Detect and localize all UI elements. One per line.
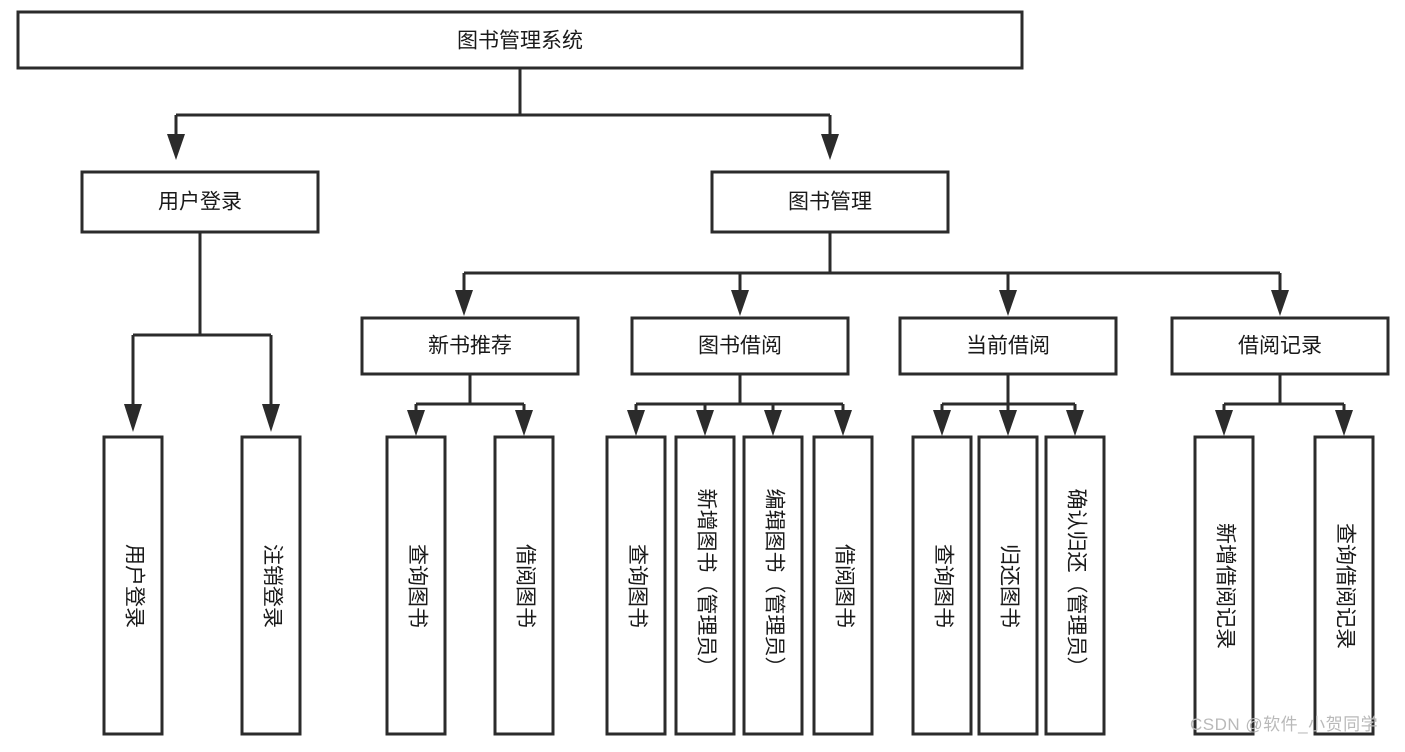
node-borrow-record-box[interactable]: [1170, 316, 1390, 376]
connector-group-book-management: [455, 232, 1289, 316]
node-leaf-return-book[interactable]: 归还图书: [977, 435, 1039, 736]
node-leaf-query-book-1[interactable]: 查询图书: [385, 435, 447, 736]
connector-group-borrow-record: [1215, 374, 1353, 436]
arrow-head-leaf-confirm-return: [1066, 410, 1084, 436]
node-book-borrow[interactable]: 图书借阅: [630, 316, 850, 376]
arrow-head-leaf-borrow-book-2: [834, 410, 852, 436]
node-user-login[interactable]: 用户登录: [80, 170, 320, 234]
arrow-head-leaf-edit-book: [764, 410, 782, 436]
node-user-login-label: 用户登录: [158, 191, 242, 214]
node-leaf-add-book[interactable]: 新增图书（管理员）: [674, 435, 736, 736]
node-leaf-query-book-1-label: 查询图书: [405, 544, 428, 628]
node-leaf-borrow-book-1-box[interactable]: [493, 435, 555, 736]
node-book-management[interactable]: 图书管理: [710, 170, 950, 234]
node-leaf-user-login[interactable]: 用户登录: [102, 435, 164, 736]
node-leaf-query-book-1-box[interactable]: [385, 435, 447, 736]
node-leaf-borrow-book-2[interactable]: 借阅图书: [812, 435, 874, 736]
node-leaf-confirm-return-label: 确认归还（管理员）: [1064, 489, 1087, 678]
connector-group-current-borrow: [933, 374, 1084, 436]
node-current-borrow-label: 当前借阅: [966, 335, 1050, 358]
connector-group-book-borrow: [627, 374, 852, 436]
node-leaf-user-login-box[interactable]: [102, 435, 164, 736]
node-leaf-query-book-3[interactable]: 查询图书: [911, 435, 973, 736]
node-current-borrow-box[interactable]: [898, 316, 1118, 376]
arrow-head-leaf-add-borrow-record: [1215, 410, 1233, 436]
node-new-book-recommend[interactable]: 新书推荐: [360, 316, 580, 376]
arrow-head-book-management: [821, 134, 839, 160]
arrow-head-leaf-logout-login: [262, 404, 280, 432]
node-leaf-add-book-box[interactable]: [674, 435, 736, 736]
node-new-book-recommend-label: 新书推荐: [428, 335, 512, 358]
node-leaf-borrow-book-1-label: 借阅图书: [513, 544, 536, 628]
node-current-borrow[interactable]: 当前借阅: [898, 316, 1118, 376]
node-leaf-query-book-2[interactable]: 查询图书: [605, 435, 667, 736]
node-leaf-borrow-book-2-label: 借阅图书: [832, 544, 855, 628]
arrow-head-leaf-query-book-2: [627, 410, 645, 436]
arrow-head-book-borrow: [731, 290, 749, 316]
arrow-head-leaf-query-book-3: [933, 410, 951, 436]
node-leaf-borrow-book-1[interactable]: 借阅图书: [493, 435, 555, 736]
node-leaf-borrow-book-2-box[interactable]: [812, 435, 874, 736]
node-leaf-logout-login-box[interactable]: [240, 435, 302, 736]
node-root-label: 图书管理系统: [457, 30, 583, 53]
node-root-box[interactable]: [16, 10, 1024, 70]
node-leaf-query-book-2-label: 查询图书: [625, 544, 648, 628]
arrow-head-leaf-add-book: [696, 410, 714, 436]
connector-group-new-book-recommend: [407, 374, 533, 436]
arrow-head-user-login: [167, 134, 185, 160]
node-leaf-confirm-return-box[interactable]: [1044, 435, 1106, 736]
node-leaf-query-book-2-box[interactable]: [605, 435, 667, 736]
node-leaf-edit-book-label: 编辑图书（管理员）: [762, 489, 785, 678]
arrow-head-leaf-query-book-1: [407, 410, 425, 436]
node-leaf-add-book-label: 新增图书（管理员）: [694, 489, 717, 678]
csdn-watermark: CSDN @软件_小贺同学: [1190, 715, 1379, 734]
node-new-book-recommend-box[interactable]: [360, 316, 580, 376]
arrow-head-new-book-recommend: [455, 290, 473, 316]
node-leaf-add-borrow-record[interactable]: 新增借阅记录: [1193, 435, 1255, 736]
arrow-head-leaf-user-login: [124, 404, 142, 432]
node-leaf-query-borrow-record-box[interactable]: [1313, 435, 1375, 736]
node-leaf-logout-login[interactable]: 注销登录: [240, 435, 302, 736]
node-borrow-record[interactable]: 借阅记录: [1170, 316, 1390, 376]
node-leaf-logout-login-label: 注销登录: [260, 544, 283, 628]
node-leaf-query-borrow-record-label: 查询借阅记录: [1333, 523, 1356, 649]
arrow-head-leaf-query-borrow-record: [1335, 410, 1353, 436]
node-leaf-edit-book[interactable]: 编辑图书（管理员）: [742, 435, 804, 736]
node-leaf-confirm-return[interactable]: 确认归还（管理员）: [1044, 435, 1106, 736]
node-book-management-box[interactable]: [710, 170, 950, 234]
node-leaf-edit-book-box[interactable]: [742, 435, 804, 736]
node-leaf-query-book-3-box[interactable]: [911, 435, 973, 736]
arrow-head-current-borrow: [999, 290, 1017, 316]
node-book-borrow-label: 图书借阅: [698, 335, 782, 358]
arrow-head-borrow-record: [1271, 290, 1289, 316]
arrow-head-leaf-borrow-book-1: [515, 410, 533, 436]
arrow-head-leaf-return-book: [999, 410, 1017, 436]
node-root[interactable]: 图书管理系统: [16, 10, 1024, 70]
connector-group-root: [167, 68, 839, 160]
node-leaf-query-borrow-record[interactable]: 查询借阅记录: [1313, 435, 1375, 736]
node-book-management-label: 图书管理: [788, 191, 872, 214]
node-leaf-add-borrow-record-box[interactable]: [1193, 435, 1255, 736]
node-leaf-return-book-box[interactable]: [977, 435, 1039, 736]
node-leaf-add-borrow-record-label: 新增借阅记录: [1213, 523, 1236, 649]
node-book-borrow-box[interactable]: [630, 316, 850, 376]
node-leaf-query-book-3-label: 查询图书: [931, 544, 954, 628]
node-leaf-return-book-label: 归还图书: [997, 544, 1020, 628]
node-user-login-box[interactable]: [80, 170, 320, 234]
connector-group-user-login: [124, 232, 280, 432]
node-leaf-user-login-label: 用户登录: [122, 544, 145, 628]
node-borrow-record-label: 借阅记录: [1238, 335, 1322, 358]
